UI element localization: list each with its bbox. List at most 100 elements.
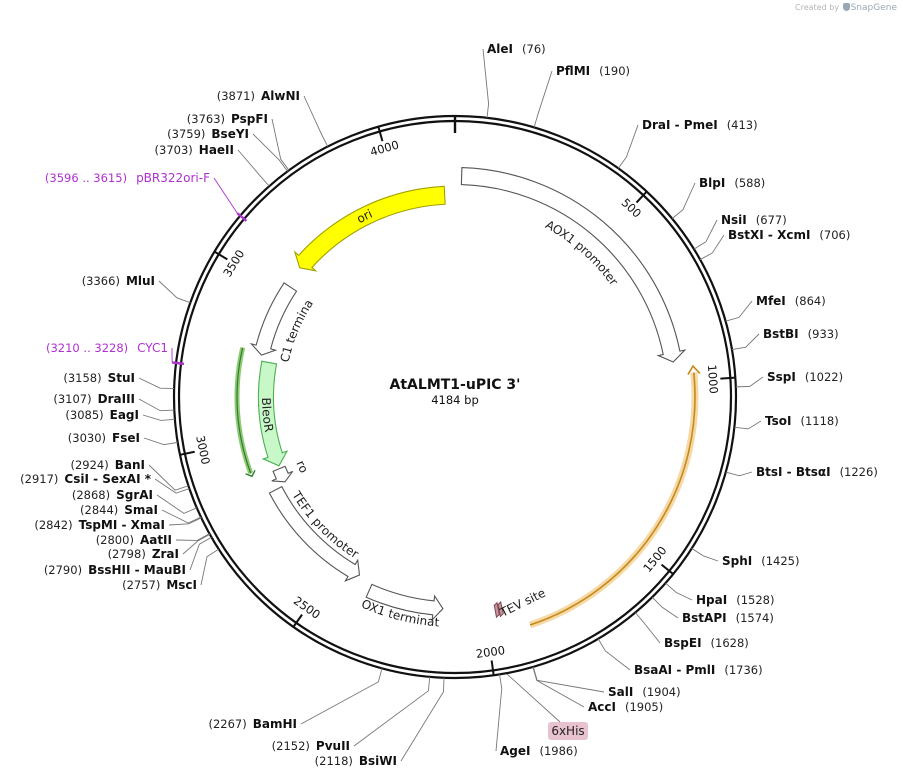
site-blpi[interactable]: BlpI(588) (671, 176, 765, 219)
site-label: (2118)BsiWI (315, 754, 397, 768)
site-position: (1905) (625, 700, 663, 714)
site-tsoi[interactable]: TsoI(1118) (734, 414, 839, 430)
site-draiii[interactable]: (3107)DraIII (53, 392, 175, 412)
site-position: (933) (808, 327, 839, 341)
primer-range: (3596 .. 3615) (45, 171, 127, 185)
site-zrai[interactable]: (2798)ZraI (108, 533, 211, 561)
site-bamhi[interactable]: (2267) BamHI (208, 668, 383, 731)
site-mlui[interactable]: (3366)MluI (82, 274, 191, 304)
site-leader-line (634, 612, 661, 644)
em7-promoter-feature[interactable] (271, 465, 294, 483)
site-name: MscI (166, 578, 197, 592)
site-leader-line (533, 70, 553, 128)
site-bspei[interactable]: BspEI(1628) (634, 612, 749, 650)
site-label: BsaAI - PmlI (1736) (634, 663, 763, 677)
site-btsi-bts-i[interactable]: BtsI - BtsαI(1226) (725, 465, 878, 479)
site-position: (1528) (736, 593, 774, 607)
site-label: AccI(1905) (588, 700, 663, 714)
primer-leader-line (213, 177, 238, 214)
site-pspfi[interactable]: (3763)PspFI (187, 112, 290, 171)
site-leader-line (532, 666, 605, 693)
site-leader-line (158, 280, 191, 304)
primer-name: pBR322ori-F (136, 171, 210, 185)
aox1-promoter-feature[interactable] (460, 167, 687, 363)
ori-label: ori (354, 206, 374, 226)
site-position: (3085) (65, 408, 103, 422)
site-leader-line (597, 638, 631, 671)
site-position: (2868) (72, 488, 110, 502)
site-pflmi[interactable]: PflMI(190) (533, 64, 630, 128)
site-stui[interactable]: (3158)StuI (63, 371, 175, 390)
tef1-promoter-feature[interactable] (268, 485, 361, 582)
site-eagi[interactable]: (3085)EagI (65, 408, 175, 422)
site-leader-line (156, 494, 197, 514)
site-name: SgrAI (116, 488, 153, 502)
site-position: (3759) (167, 127, 205, 141)
site-bsiwi[interactable]: (2118)BsiWI (315, 677, 445, 768)
site-leader-line (353, 676, 431, 747)
bleor-strand-arc-line (236, 347, 252, 474)
site-position: (2924) (70, 458, 108, 472)
site-csii-sexai[interactable]: (2917)CsiI - SexAI * (20, 472, 190, 494)
primer-cyc1[interactable]: (3210 .. 3228)CYC1 (46, 341, 185, 366)
site-leader-line (143, 437, 178, 446)
tev-site-marker[interactable] (497, 600, 504, 618)
tev-site-marker[interactable] (493, 601, 500, 619)
site-position: (1118) (800, 414, 838, 428)
site-sspi[interactable]: SspI(1022) (735, 370, 843, 388)
atalmt1-cds-arrowhead (687, 364, 701, 375)
site-hpai[interactable]: HpaI(1528) (665, 582, 775, 607)
site-leader-line (651, 596, 679, 619)
site-acci[interactable]: AccI(1905) (532, 666, 663, 714)
site-label: BstAPI(1574) (682, 611, 774, 625)
site-nsii[interactable]: NsiI(677) (693, 213, 787, 250)
site-name: BamHI (253, 717, 297, 731)
site-sgrai[interactable]: (2868) SgrAI (72, 488, 197, 514)
site-pvuii[interactable]: (2152)PvuII (272, 676, 431, 753)
site-alwni[interactable]: (3871)AlwNI (217, 89, 329, 147)
site-msci[interactable]: (2757)MscI (122, 548, 219, 592)
site-drai-pmei[interactable]: DraI - PmeI(413) (617, 118, 758, 169)
site-smai[interactable]: (2844)SmaI (80, 503, 202, 524)
atalmt1-cds-arc-line (529, 372, 696, 626)
site-sphi[interactable]: SphI(1425) (691, 548, 800, 568)
site-label: (3366)MluI (82, 274, 155, 288)
site-agei[interactable]: AgeI(1986) (495, 674, 578, 758)
aox1-terminator-feature[interactable] (365, 583, 444, 622)
site-position: (3871) (217, 89, 255, 103)
site-bseyi[interactable]: (3759)BseYI (167, 127, 288, 172)
site-label: (2917)CsiI - SexAI * (20, 472, 152, 486)
6xhis-tag[interactable]: 6xHis (548, 722, 588, 740)
site-bsshii-maubi[interactable]: (2790)BssHII - MauBI (44, 536, 212, 577)
ori-feature[interactable] (293, 185, 446, 272)
cyc1-terminator-feature[interactable] (249, 282, 298, 356)
site-position: (2267) (208, 717, 246, 731)
primer-marker (236, 212, 248, 222)
site-label: (2868) SgrAI (72, 488, 153, 502)
site-leader-line (252, 133, 288, 172)
site-position: (1736) (724, 663, 762, 677)
site-label: HpaI(1528) (696, 593, 774, 607)
site-bsaai-pmli[interactable]: BsaAI - PmlI (1736) (597, 638, 763, 677)
site-alei[interactable]: AleI(76) (482, 42, 546, 118)
site-label: (3158)StuI (63, 371, 135, 385)
site-bstxi-xcmi[interactable]: BstXI - XcmI(706) (699, 228, 850, 261)
site-label: (2842)TspMI - XmaI (34, 518, 165, 532)
primer-pbr322ori-f[interactable]: (3596 .. 3615) pBR322ori-F (45, 171, 248, 222)
site-mfei[interactable]: MfeI(864) (725, 294, 826, 322)
site-bstapi[interactable]: BstAPI(1574) (651, 596, 774, 625)
site-bani[interactable]: (2924)BanI (70, 458, 189, 491)
site-label: BspEI(1628) (664, 636, 749, 650)
site-tspmi-xmai[interactable]: (2842)TspMI - XmaI (34, 517, 202, 532)
ruler-tick-mark (179, 450, 195, 456)
site-label: (2152)PvuII (272, 739, 350, 753)
site-fsei[interactable]: (3030)FseI (68, 431, 178, 446)
site-label: (2267) BamHI (208, 717, 297, 731)
site-aatii[interactable]: (2800)AatII (96, 533, 210, 547)
site-name: BsaAI - PmlI (634, 663, 715, 677)
bleor-feature[interactable] (257, 360, 289, 467)
site-haeii[interactable]: (3703)HaeII (155, 143, 270, 187)
site-position: (3030) (68, 431, 106, 445)
site-bstbi[interactable]: BstBI(933) (731, 327, 839, 350)
site-name: SphI (722, 554, 752, 568)
